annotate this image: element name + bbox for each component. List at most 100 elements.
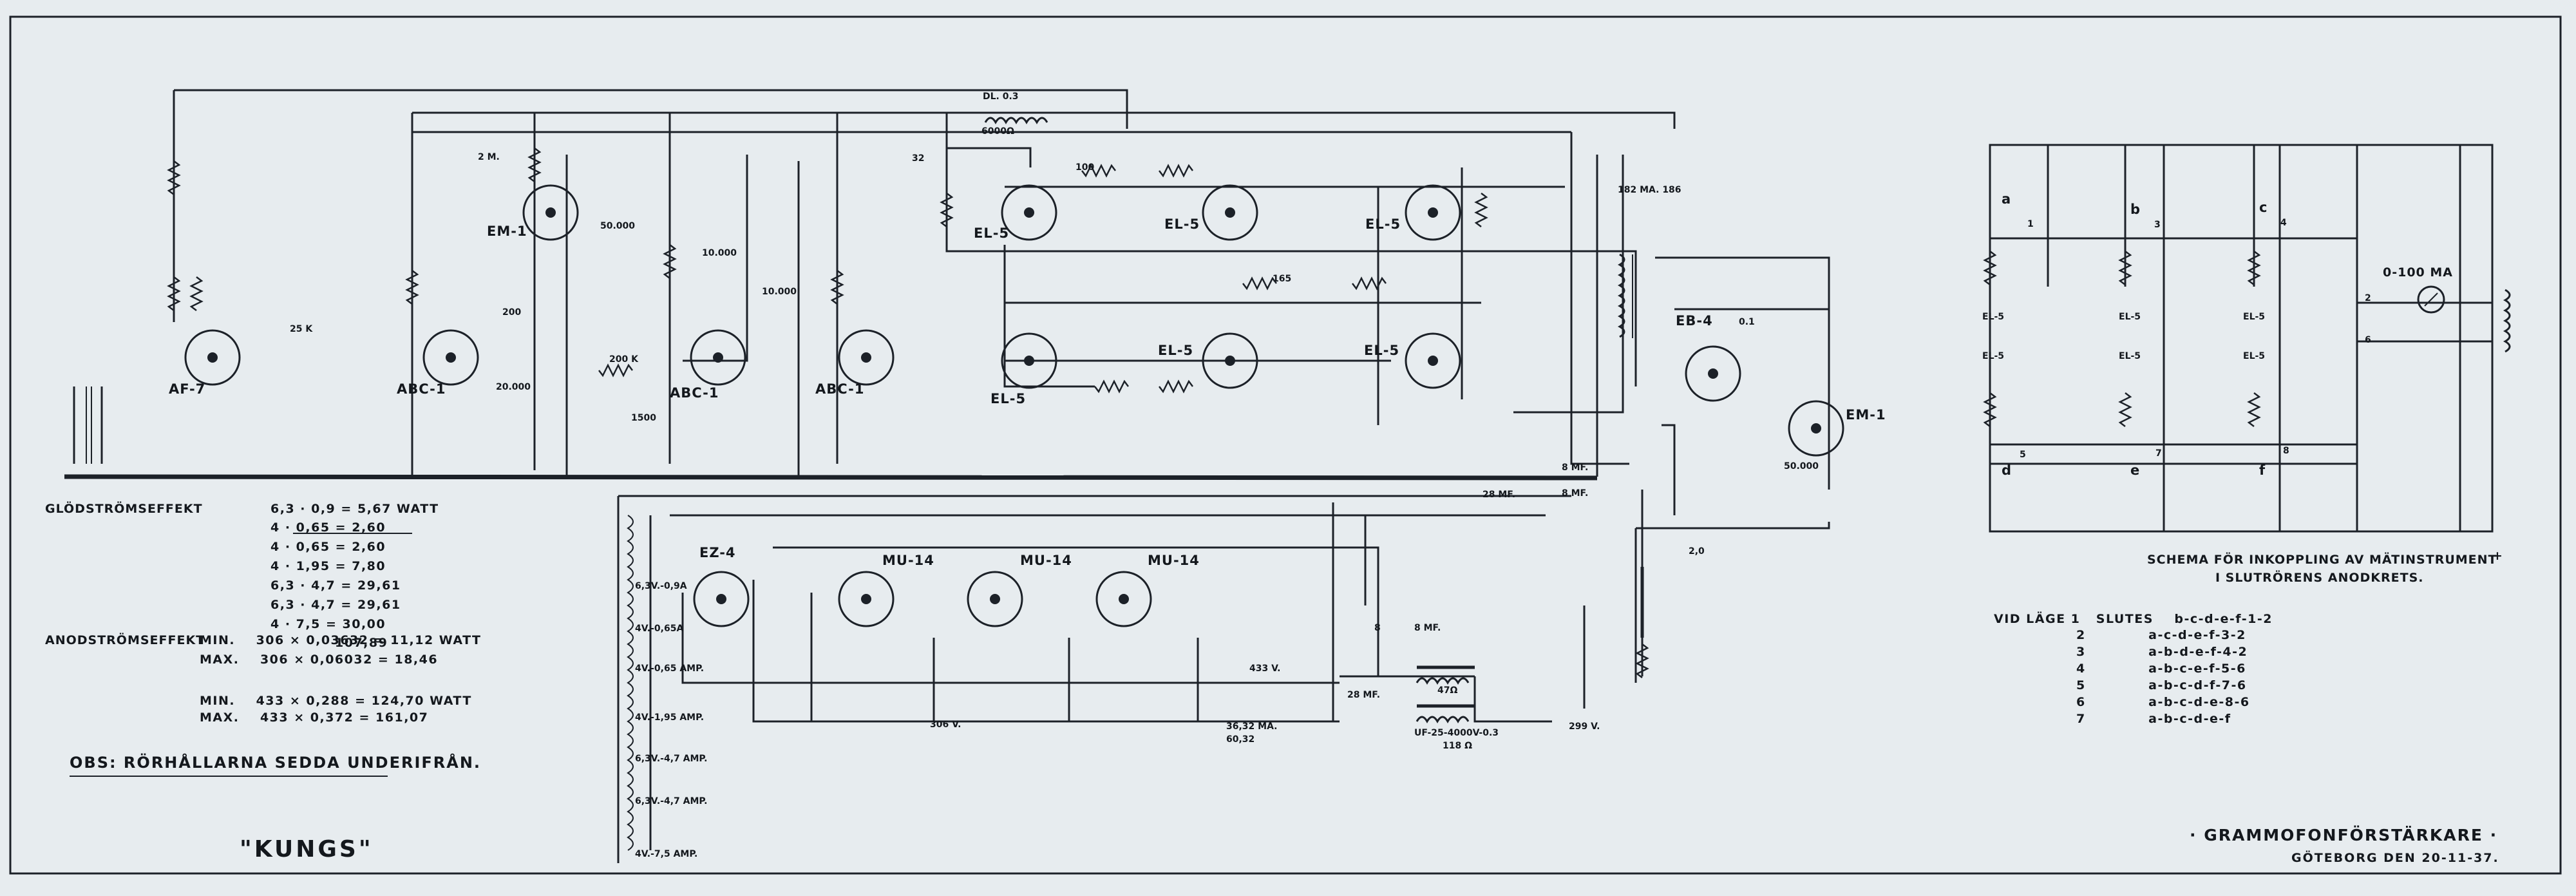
tap-4: 4V.-1,95 AMP. — [635, 712, 705, 723]
table-row-2: 2 a-c-d-e-f-3-2 — [2076, 628, 2246, 642]
tube-em1-right — [1788, 400, 1844, 457]
meter-label: 0-100 MA — [2383, 265, 2453, 280]
top-bus-1 — [174, 89, 1128, 129]
tap-7: 4V.-7,5 AMP. — [635, 849, 698, 859]
r25k-label: 25 K — [290, 324, 313, 334]
r200k-label: 200 K — [609, 354, 638, 365]
glod-row-4: 4 · 1,95 = 7,80 — [270, 559, 386, 573]
choke-label: 47Ω — [1437, 685, 1458, 696]
v306-label: 306 V. — [930, 720, 961, 730]
sheet-border — [9, 15, 2562, 875]
label-el5-6: EL-5 — [1364, 343, 1400, 358]
tube-el5-2 — [1202, 184, 1258, 241]
tap-6: 6,3V.-4,7 AMP. — [635, 796, 708, 806]
r2m-label: 2 M. — [478, 152, 500, 162]
table-row-5: 5 a-b-c-d-f-7-6 — [2076, 678, 2247, 692]
tap-3: 4V.-0,65 AMP. — [635, 663, 705, 674]
schema-num-7: 7 — [2155, 448, 2162, 459]
tube-mu14-2 — [967, 571, 1023, 627]
ground-bus — [64, 474, 1598, 481]
label-af7: AF-7 — [169, 381, 206, 397]
title-block: · GRAMMOFONFÖRSTÄRKARE · — [2190, 826, 2498, 844]
tube-abc1-b — [690, 329, 746, 386]
schema-num-8: 8 — [2283, 446, 2289, 456]
schema-caption-2: I SLUTRÖRENS ANODKRETS. — [2215, 571, 2424, 585]
tube-el5-6 — [1405, 332, 1461, 389]
schema-num-4: 4 — [2280, 218, 2287, 228]
table-row-4: 4 a-b-c-e-f-5-6 — [2076, 662, 2246, 676]
schema-letter-c: c — [2259, 200, 2268, 215]
label-el5-4: EL-5 — [990, 391, 1027, 406]
ma-top-label: 182 MA. 186 — [1618, 185, 1681, 195]
label-eb4: EB-4 — [1676, 313, 1713, 329]
table-row-7: 7 a-b-c-d-e-f — [2076, 712, 2231, 726]
schema-letter-b: b — [2130, 202, 2141, 217]
ma2-label: 60,32 — [1226, 734, 1255, 745]
tap-1: 6,3V.-0,9A — [635, 581, 687, 591]
label-em1-top: EM-1 — [487, 224, 527, 239]
label-el5-3: EL-5 — [1365, 216, 1401, 232]
schema-el5-c: EL-5 — [2243, 312, 2266, 322]
table-row-3: 3 a-b-d-e-f-4-2 — [2076, 645, 2248, 659]
c8mf-c-label: 8 MF. — [1562, 488, 1589, 499]
output-transformer — [1617, 253, 1625, 338]
glod-total: 107,89 — [335, 636, 388, 650]
tube-el5-1 — [1001, 184, 1057, 241]
c32-label: 32 — [912, 153, 925, 164]
anod-row-1: MIN. 306 × 0,03632 = 11,12 WATT — [200, 633, 482, 647]
meter-symbol — [2417, 285, 2445, 314]
trafo-ohm: 118 Ω — [1443, 741, 1472, 751]
anod-label: ANODSTRÖMSEFFEKT — [45, 633, 205, 647]
label-em1-right: EM-1 — [1846, 407, 1886, 423]
table-head: VID LÄGE 1 SLUTES b-c-d-e-f-1-2 — [1994, 612, 2273, 626]
top-bus-2 — [412, 111, 1676, 129]
place-date: GÖTEBORG DEN 20-11-37. — [2291, 851, 2499, 865]
schema-caption-1: SCHEMA FÖR INKOPPLING AV MÄTINSTRUMENT — [2147, 553, 2497, 567]
r165-label: 165 — [1273, 274, 1292, 284]
glod-row-1: 6,3 · 0,9 = 5,67 WATT — [270, 502, 439, 516]
dl-label: DL. 0.3 — [983, 91, 1019, 102]
v299-label: 299 V. — [1569, 721, 1600, 732]
schema-letter-e: e — [2130, 462, 2141, 478]
schema-inductor — [2503, 289, 2511, 353]
label-abc1-c: ABC-1 — [815, 381, 865, 397]
schema-plus: + — [2492, 549, 2503, 563]
label-ez4: EZ-4 — [699, 545, 736, 560]
tube-ez4 — [693, 571, 750, 627]
c2-label: 2,0 — [1689, 546, 1705, 557]
tube-eb4 — [1685, 345, 1741, 402]
table-row-6: 6 a-b-c-d-e-8-6 — [2076, 695, 2250, 709]
label-abc1-a: ABC-1 — [397, 381, 446, 397]
choke-1 — [1416, 677, 1470, 685]
dl-choke — [984, 117, 1048, 125]
c8-label: 8 — [1374, 623, 1381, 633]
c8mf-label: 8 MF. — [1414, 623, 1441, 633]
c20000-label: 20.000 — [496, 382, 531, 392]
ma1-label: 36,32 MA. — [1226, 721, 1278, 732]
tap-2: 4V.-0,65A — [635, 624, 684, 634]
anod-row-2: MAX. 306 × 0,06032 = 18,46 — [200, 653, 439, 667]
c200-label: 200 — [502, 307, 522, 318]
label-mu14-1: MU-14 — [882, 553, 934, 568]
schema-letter-f: f — [2259, 462, 2266, 478]
trafo-label: UF-25-4000V-0.3 — [1414, 728, 1499, 738]
schema-letter-a: a — [2002, 191, 2012, 207]
tube-el5-4 — [1001, 332, 1057, 389]
schema-el5-e: EL-5 — [2119, 351, 2141, 361]
schema-el5-d: EL-5 — [1982, 351, 2005, 361]
c28mf-b-label: 28 MF. — [1347, 690, 1381, 700]
choke-2 — [1416, 716, 1470, 724]
anod-row-3: MIN. 433 × 0,288 = 124,70 WATT — [200, 694, 472, 708]
schema-el5-b: EL-5 — [2119, 312, 2141, 322]
schema-el5-a: EL-5 — [1982, 312, 2005, 322]
resistors — [167, 148, 2261, 678]
tube-abc1-a — [422, 329, 479, 386]
label-el5-5: EL-5 — [1158, 343, 1194, 358]
glod-row-5: 6,3 · 4,7 = 29,61 — [270, 578, 401, 593]
b-plus-line — [945, 148, 1637, 386]
schema-frame — [1989, 144, 2494, 533]
label-mu14-3: MU-14 — [1148, 553, 1200, 568]
glod-row-6: 6,3 · 4,7 = 29,61 — [270, 598, 401, 612]
